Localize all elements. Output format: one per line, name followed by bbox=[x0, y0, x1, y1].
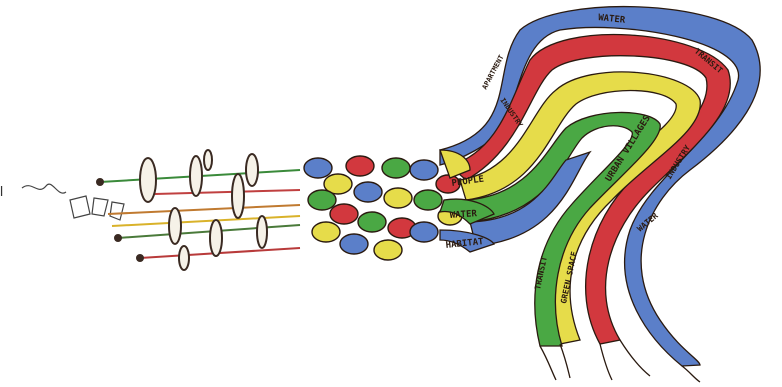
machinery bbox=[97, 150, 300, 270]
label-water-left: WATER bbox=[450, 209, 478, 221]
weave-knot bbox=[304, 156, 462, 260]
